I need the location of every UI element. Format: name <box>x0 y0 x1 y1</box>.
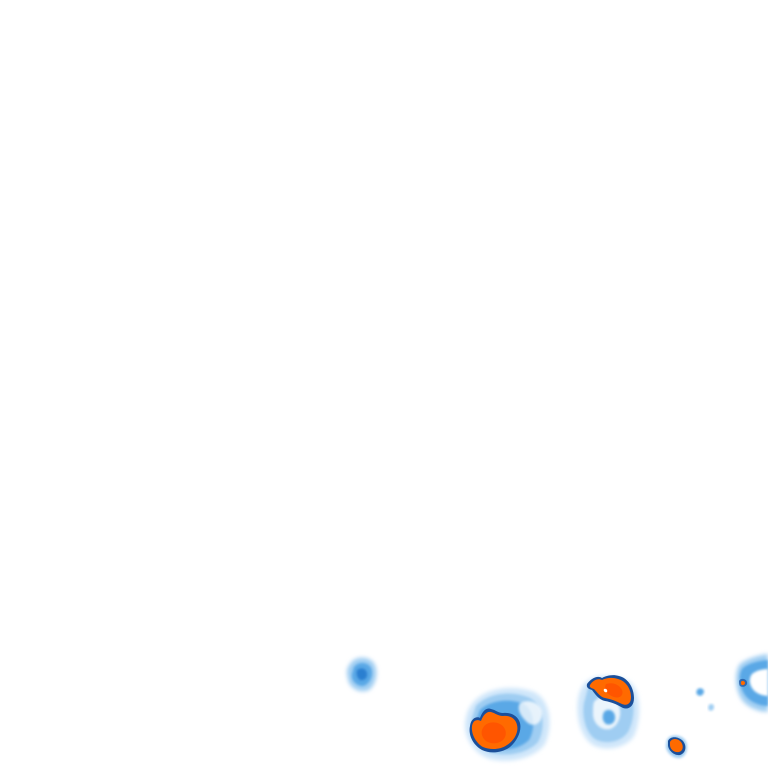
speck-1 <box>696 688 704 696</box>
cell-medium-orange <box>577 675 640 749</box>
cell-large-orange <box>465 688 550 761</box>
cell-small-left <box>346 657 377 692</box>
speck-2 <box>708 703 714 711</box>
cell-small-orange <box>666 735 688 759</box>
cell-ring-right <box>736 654 768 712</box>
